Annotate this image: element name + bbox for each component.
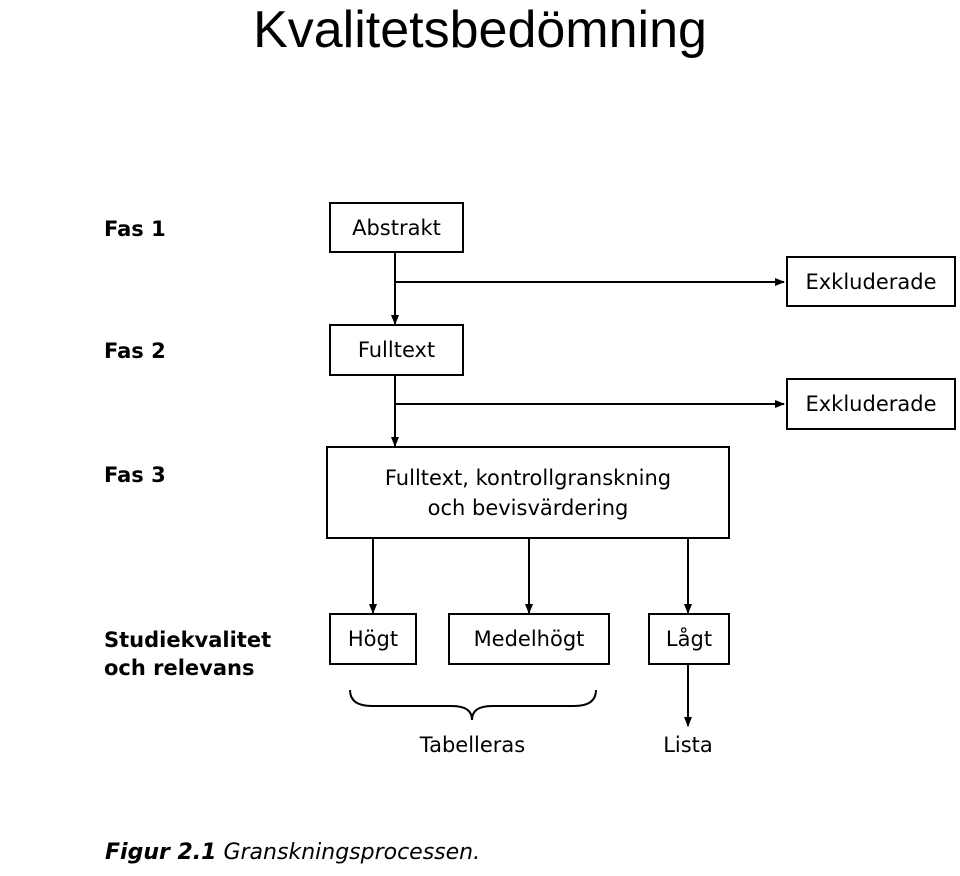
outcome-lista: Lista	[663, 733, 713, 757]
box-exkluderade-1: Exkluderade	[786, 256, 956, 307]
grouping-brace	[349, 689, 597, 721]
box-lagt: Lågt	[648, 613, 730, 665]
box-medelhogt: Medelhögt	[448, 613, 610, 665]
phase-label-fas-3: Fas 3	[104, 463, 166, 487]
figure-caption-label: Figur 2.1	[105, 840, 217, 865]
box-hogt: Högt	[329, 613, 417, 665]
figure-caption-text: Granskningsprocessen.	[223, 840, 481, 865]
page-title: Kvalitetsbedömning	[253, 1, 707, 59]
box-fulltext-review-line1: Fulltext, kontrollgranskning	[384, 465, 672, 490]
phase-label-quality: Studiekvalitet och relevans	[104, 626, 271, 682]
phase-label-fas-1: Fas 1	[104, 217, 166, 241]
box-exkluderade-2: Exkluderade	[786, 378, 956, 430]
phase-label-fas-2: Fas 2	[104, 339, 166, 363]
box-abstrakt: Abstrakt	[329, 202, 464, 253]
box-fulltext-review-line2: och bevisvärdering	[427, 495, 629, 520]
box-fulltext-review: Fulltext, kontrollgranskning och bevisvä…	[326, 446, 730, 539]
box-fulltext: Fulltext	[329, 324, 464, 376]
outcome-tabelleras: Tabelleras	[419, 733, 526, 757]
figure-caption: Figur 2.1 Granskningsprocessen.	[105, 838, 480, 868]
phase-label-quality-line1: Studiekvalitet	[104, 628, 272, 652]
phase-label-quality-line2: och relevans	[104, 656, 255, 680]
